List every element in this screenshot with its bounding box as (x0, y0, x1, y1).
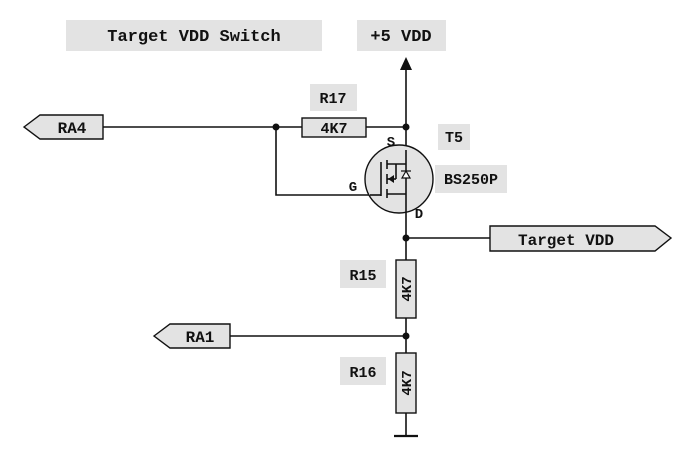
resistor-r17: R17 4K7 (301, 84, 367, 138)
r16-ref: R16 (349, 365, 376, 382)
r17-value: 4K7 (320, 121, 347, 138)
port-ra1 (152, 323, 231, 349)
r15-value: 4K7 (400, 276, 416, 301)
t5-part: BS250P (444, 172, 498, 189)
r17-body (301, 117, 367, 138)
pin-g-label: G (349, 180, 357, 196)
mosfet-body (364, 144, 434, 214)
transistor-t5: T5 BS250P S G D (349, 124, 507, 260)
pin-s-label: S (387, 135, 395, 151)
supply-rail: +5 VDD (357, 20, 446, 150)
port-ra4-label: RA4 (58, 120, 87, 138)
target-vdd-net: Target VDD (402, 225, 673, 252)
r16-value: 4K7 (400, 370, 416, 395)
port-target-vdd-label: Target VDD (518, 232, 614, 250)
ra4-net: RA4 (22, 114, 410, 196)
schematic-title: Target VDD Switch (107, 28, 280, 47)
r15-ref: R15 (349, 268, 376, 285)
ra1-net: RA1 (152, 323, 410, 349)
resistor-r15: R15 4K7 (340, 259, 417, 353)
pin-d-label: D (415, 207, 423, 223)
r17-ref: R17 (319, 91, 346, 108)
diode-icon (400, 169, 412, 179)
port-ra1-label: RA1 (186, 329, 215, 347)
supply-arrow-icon (400, 57, 412, 70)
port-target-vdd (489, 225, 673, 252)
junction-dot (402, 123, 410, 131)
mosfet-arrow-icon (388, 175, 394, 183)
supply-label: +5 VDD (370, 28, 431, 47)
t5-ref: T5 (445, 130, 463, 147)
title-block: Target VDD Switch (66, 20, 322, 51)
resistor-r16: R16 4K7 (340, 352, 417, 436)
